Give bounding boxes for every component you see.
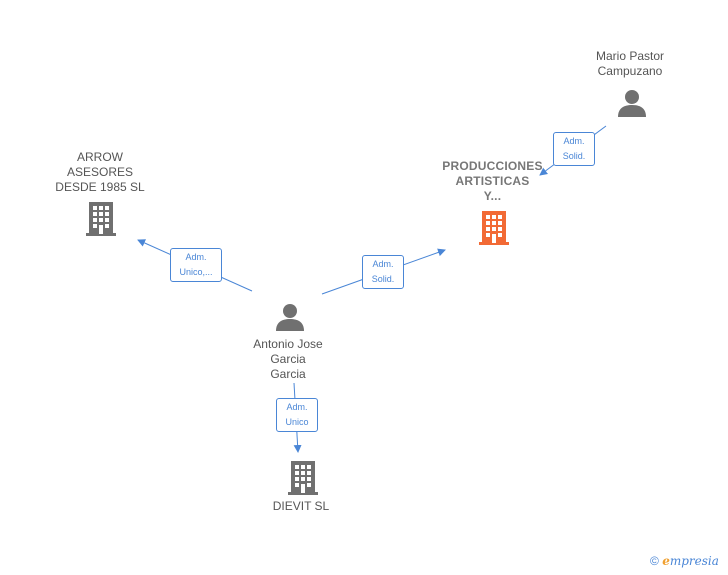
edge-label-line: Unico <box>285 417 309 427</box>
node-label-line: PRODUCCIONES <box>442 159 543 173</box>
node-label-line: Campuzano <box>597 64 663 78</box>
brand-rest: mpresia <box>669 554 719 568</box>
edge-label-line: Solid. <box>371 274 395 284</box>
node-label-line: ARROW <box>77 150 123 164</box>
edge-label-line: Adm. <box>286 402 308 412</box>
node-label-line: Mario Pastor <box>595 49 665 63</box>
node-label-line: DIEVIT SL <box>272 499 330 513</box>
copyright-icon: © <box>650 554 659 568</box>
node-label-arrow[interactable]: ARROW ASESORES DESDE 1985 SL <box>40 150 160 195</box>
edge-label-line: Adm. <box>185 252 207 262</box>
brand-logo: empresia <box>662 554 719 568</box>
node-label-line: DESDE 1985 SL <box>55 180 145 194</box>
node-label-antonio[interactable]: Antonio Jose Garcia Garcia <box>228 337 348 382</box>
node-label-line: ARTISTICAS <box>455 174 530 188</box>
node-label-line: Y... <box>483 189 502 203</box>
node-label-dievit[interactable]: DIEVIT SL <box>241 499 361 514</box>
building-icon[interactable] <box>85 200 117 236</box>
node-label-line: Garcia <box>270 367 306 381</box>
edge-label-antonio-producciones[interactable]: Adm. Solid. <box>362 255 404 289</box>
building-icon[interactable] <box>287 459 319 495</box>
edge-label-line: Solid. <box>562 151 586 161</box>
node-label-line: Antonio Jose <box>253 337 323 351</box>
edge-label-antonio-dievit[interactable]: Adm. Unico <box>276 398 318 432</box>
person-icon[interactable] <box>616 88 648 118</box>
node-label-line: Garcia <box>270 352 306 366</box>
building-icon[interactable] <box>478 209 510 245</box>
footer-brand[interactable]: © empresia <box>650 554 719 568</box>
edge-label-antonio-arrow[interactable]: Adm. Unico,... <box>170 248 222 282</box>
node-label-producciones[interactable]: PRODUCCIONES ARTISTICAS Y... <box>425 159 560 204</box>
edge-label-line: Adm. <box>372 259 394 269</box>
edge-label-line: Unico,... <box>179 267 213 277</box>
person-icon[interactable] <box>274 302 306 332</box>
node-label-mario[interactable]: Mario Pastor Campuzano <box>570 49 690 79</box>
edge-label-mario-producciones[interactable]: Adm. Solid. <box>553 132 595 166</box>
node-label-line: ASESORES <box>66 165 134 179</box>
brand-initial: e <box>662 554 670 568</box>
edge-label-line: Adm. <box>563 136 585 146</box>
